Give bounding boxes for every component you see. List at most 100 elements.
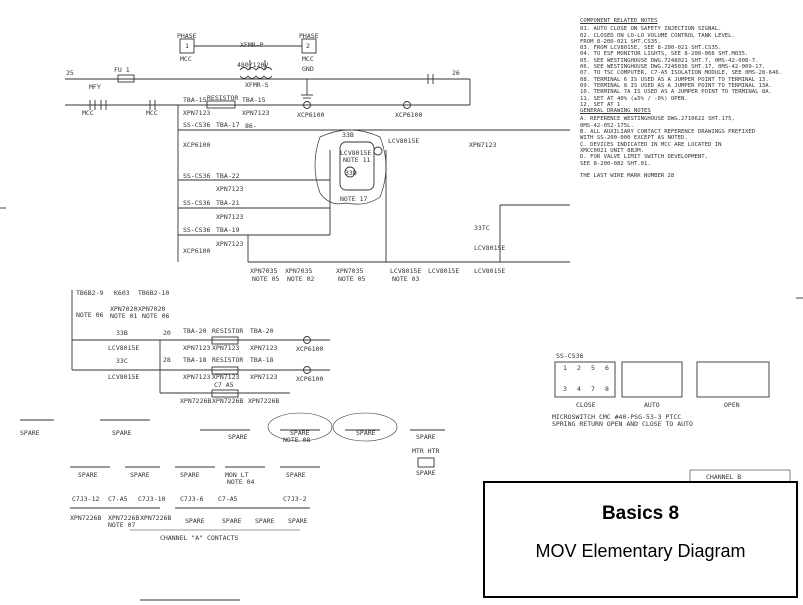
note-line: 11. SET AT 40% (±5% / -0%) OPEN. bbox=[580, 95, 688, 102]
xpn7226b-label-5: XPN7226B bbox=[108, 514, 140, 522]
tba20-label: TBA-20 bbox=[183, 327, 207, 335]
ss-cs36-label-4: SS-CS36 bbox=[183, 226, 211, 234]
mtr-htr-label: MTR HTR bbox=[412, 447, 440, 455]
general-note-line: SEE 8-200-082 SHT.01. bbox=[580, 160, 651, 167]
tb6b2-9-label: TB6B2-9 bbox=[76, 289, 104, 297]
switch-name: SS-CS36 bbox=[556, 352, 584, 360]
note-line: 05. SEE WESTINGHOUSE DWG.7248021 SHT.7, … bbox=[580, 57, 759, 64]
spare-label-7: SPARE bbox=[78, 471, 98, 479]
note08-label: NOTE 08 bbox=[283, 436, 311, 444]
tb6b2-10-label: TB6B2-10 bbox=[138, 289, 170, 297]
xpn7035-label-3: XPN7035 bbox=[336, 267, 364, 275]
spare-label-5: SPARE bbox=[356, 429, 376, 437]
switch-contact-8: 8 bbox=[605, 385, 609, 393]
wire-28: 28 bbox=[163, 356, 171, 364]
title-block: Basics 8 MOV Elementary Diagram bbox=[483, 481, 798, 598]
switch-position-auto: AUTO bbox=[644, 401, 660, 409]
resistor-label-3: RESISTOR bbox=[212, 356, 244, 364]
spare-label-3: SPARE bbox=[228, 433, 248, 441]
xfmr-secondary: XFMR-S bbox=[245, 81, 269, 89]
tba15b-label: TBA-15 bbox=[242, 96, 266, 104]
xfmr-ratio: 480/120V bbox=[237, 61, 269, 69]
lcv8015e-label-2: LCV8015E bbox=[388, 137, 420, 145]
xcp6100-label-6: XCP6100 bbox=[296, 375, 324, 383]
ss-cs36-label-3: SS-CS36 bbox=[183, 199, 211, 207]
general-note-line: 0MS-42-052-175L. bbox=[580, 122, 634, 129]
lcv8015e-label-7: LCV8015E bbox=[108, 344, 140, 352]
coil-33b-label: 33B bbox=[342, 131, 354, 139]
xpn7035-label-1: XPN7035 bbox=[250, 267, 278, 275]
mfy-label: MFY bbox=[89, 83, 101, 91]
spare-label-10: SPARE bbox=[286, 471, 306, 479]
spare-label-8: SPARE bbox=[130, 471, 150, 479]
tba19-label: TBA-19 bbox=[216, 226, 240, 234]
note-line: 06. SEE WESTINGHOUSE DWG.7245036 SHT.17,… bbox=[580, 64, 766, 71]
spare-label-1: SPARE bbox=[20, 429, 40, 437]
switch-caption-2: SPRING RETURN OPEN AND CLOSE TO AUTO bbox=[552, 420, 693, 428]
note02-label: NOTE 02 bbox=[287, 275, 315, 283]
switch-position-close: CLOSE bbox=[576, 401, 596, 409]
switch-contact-2: 2 bbox=[577, 364, 581, 372]
mcc-label-4: MCC bbox=[146, 109, 158, 117]
phase2-label: PHASE bbox=[299, 32, 319, 40]
note03-label: NOTE 03 bbox=[392, 275, 420, 283]
note04-label: NOTE 04 bbox=[227, 478, 255, 486]
wire-25: 25 bbox=[66, 69, 74, 77]
general-note-line: A. REFERENCE WESTINGHOUSE DWG.2710622 SH… bbox=[580, 116, 735, 123]
note05-label-1: NOTE 05 bbox=[252, 275, 280, 283]
note11-label: NOTE 11 bbox=[343, 156, 371, 164]
note-line: 02. CLOSED ON LO-LO VOLUME CONTROL TANK … bbox=[580, 32, 735, 39]
tba18-label: TBA-18 bbox=[183, 356, 207, 364]
xcp6100-label-3: XCP6100 bbox=[183, 141, 211, 149]
phase1-number: 1 bbox=[185, 42, 189, 50]
note-line: 12. SET AT 1 bbox=[580, 101, 621, 108]
xpn7123-label-3: XPN7123 bbox=[469, 141, 497, 149]
tba15-label: TBA-15 bbox=[183, 96, 207, 104]
note-line: 07. TO TSC COMPUTER, C7-A5 ISOLATION MOD… bbox=[580, 70, 783, 77]
note-line: 04. TO ESF MONITOR LIGHTS, SEE 8-200-066… bbox=[580, 51, 749, 58]
channel-a-caption: CHANNEL "A" CONTACTS bbox=[160, 534, 239, 542]
xcp6100-label-2: XCP6100 bbox=[395, 111, 423, 119]
lcv8015e-label-1: LCV8015E bbox=[340, 149, 372, 157]
coil-33b-label-2: 33B bbox=[116, 329, 128, 337]
note01-label: NOTE 01 bbox=[110, 312, 138, 320]
xcp6100-label-1: XCP6100 bbox=[297, 111, 325, 119]
xcp6100-label-4: XCP6100 bbox=[183, 247, 211, 255]
mcc-label: MCC bbox=[180, 55, 192, 63]
gnd-label: GND bbox=[302, 65, 314, 73]
note-line: 09. TERMINAL 8 IS USED AS A JUMPER POINT… bbox=[580, 82, 772, 89]
general-notes-header: GENERAL DRAWING NOTES bbox=[580, 108, 651, 115]
phase2-number: 2 bbox=[306, 42, 310, 50]
switch-contact-7: 7 bbox=[591, 385, 595, 393]
note-line: 10. TERMINAL 7A IS USED AS A JUMPER POIN… bbox=[580, 89, 772, 96]
lcv8015e-label-6: LCV8015E bbox=[474, 244, 506, 252]
note05-label-2: NOTE 05 bbox=[338, 275, 366, 283]
general-note-line: D. FOR VALVE LIMIT SWITCH DEVELOPMENT, bbox=[580, 154, 708, 161]
switch-contact-6: 6 bbox=[605, 364, 609, 372]
phase1-label: PHASE bbox=[177, 32, 197, 40]
c7j3-12-label: C7J3-12 bbox=[72, 495, 100, 503]
spare-label-11: SPARE bbox=[416, 469, 436, 477]
spare-label-9: SPARE bbox=[180, 471, 200, 479]
xfmr-label: XFMR-P bbox=[240, 41, 264, 49]
k603-label: K603 bbox=[114, 289, 130, 297]
mcc-label-2: MCC bbox=[302, 55, 314, 63]
xpn7123-label-4: XPN7123 bbox=[216, 185, 244, 193]
tba18b-label: TBA-18 bbox=[250, 356, 274, 364]
resistor-label-2: RESISTOR bbox=[212, 327, 244, 335]
lcv8015e-label-3: LCV8015E bbox=[390, 267, 422, 275]
wire-20: 20 bbox=[163, 329, 171, 337]
mon-lt-label: MON LT bbox=[225, 471, 249, 479]
lcv8015e-label-4: LCV8015E bbox=[428, 267, 460, 275]
c7a5-label-2: C7-A5 bbox=[108, 495, 128, 503]
ss-cs36-label-1: SS-CS36 bbox=[183, 121, 211, 129]
xpn7123-label-11: XPN7123 bbox=[212, 373, 240, 381]
spare-label-13: SPARE bbox=[222, 517, 242, 525]
xpn7123-label-1: XPN7123 bbox=[183, 109, 211, 117]
xpn7226b-label-1: XPN7226B bbox=[180, 397, 212, 405]
coil-33d-label: 33D bbox=[345, 169, 357, 177]
xpn7020-label-1: XPN7020 bbox=[110, 305, 138, 313]
switch-position-open: OPEN bbox=[724, 401, 740, 409]
mcc-label-3: MCC bbox=[82, 109, 94, 117]
